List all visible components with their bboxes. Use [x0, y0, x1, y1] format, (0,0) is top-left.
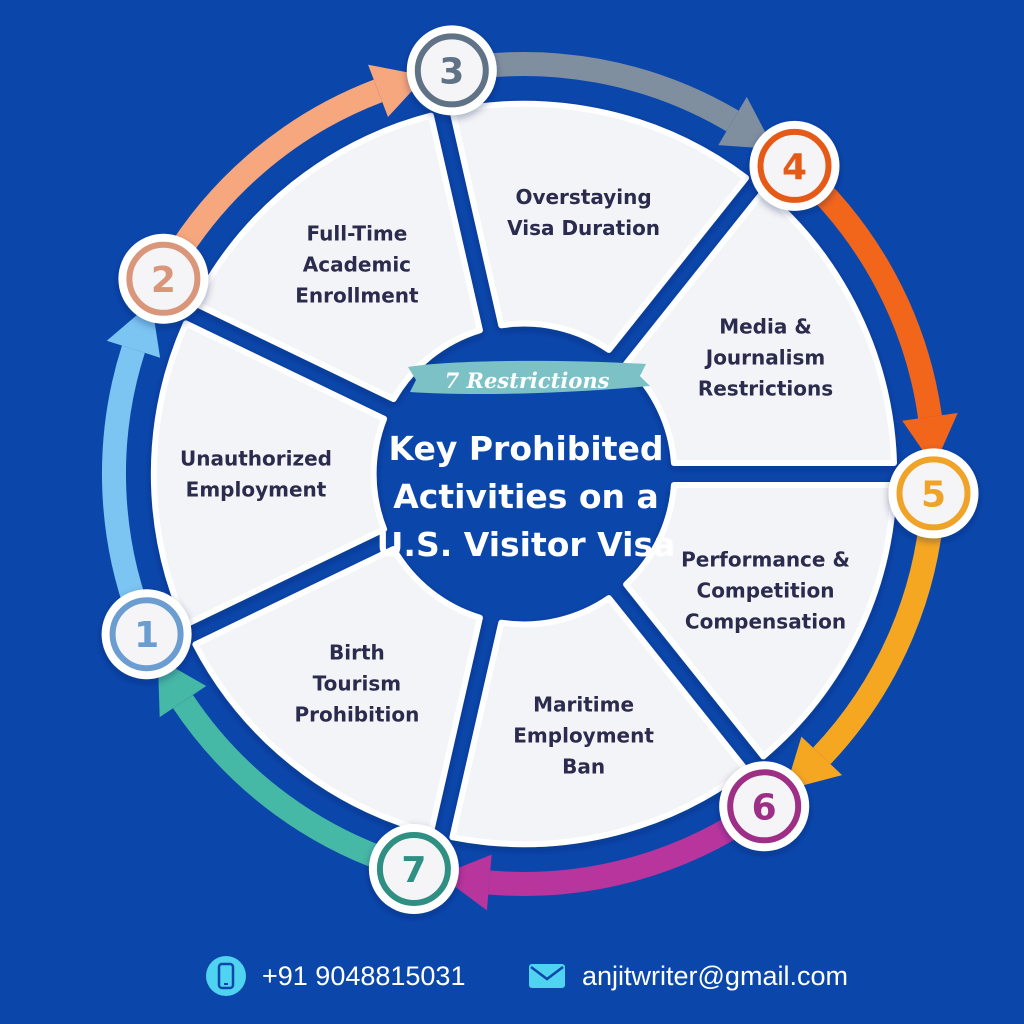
- segment-label-line: Media &: [719, 315, 812, 339]
- badge-text: 7 Restrictions: [445, 368, 610, 393]
- arrowhead-6: [439, 854, 492, 911]
- segment-label-line: Restrictions: [698, 377, 833, 401]
- segment-number: 1: [134, 615, 159, 656]
- segment-label-line: Unauthorized: [180, 447, 332, 471]
- number-ring: [727, 769, 802, 844]
- number-ring: [414, 33, 489, 108]
- segment-panel: [192, 546, 483, 836]
- email-contact[interactable]: anjitwriter@gmail.com: [528, 956, 848, 996]
- title-line-1: Key Prohibited: [388, 429, 663, 468]
- phone-number: +91 9048815031: [262, 960, 466, 991]
- arrowhead-3: [718, 96, 774, 149]
- title-line-3: U.S. Visitor Visa: [377, 525, 676, 564]
- segment-panel: [150, 320, 388, 628]
- number-ring: [896, 456, 971, 531]
- segment-label-line: Overstaying: [515, 185, 651, 209]
- segment-number: 4: [782, 147, 807, 188]
- number-ring: [376, 832, 451, 906]
- segment-number: 5: [921, 474, 946, 515]
- title-line-2: Activities on a: [393, 477, 659, 516]
- segment-label-line: Journalism: [704, 346, 825, 370]
- segment-label-line: Employment: [513, 723, 654, 747]
- segment-number: 6: [752, 787, 777, 828]
- center-title-area: 7 Restrictions Key Prohibited Activities…: [377, 360, 676, 564]
- mail-icon: [528, 961, 566, 991]
- segment-number: 7: [401, 850, 426, 891]
- arrowhead-5: [785, 736, 843, 790]
- segment-label-line: Enrollment: [295, 284, 419, 308]
- number-ring: [757, 128, 832, 203]
- segment-label-line: Birth: [329, 641, 385, 665]
- badge-brush-stroke: [408, 360, 650, 394]
- number-ring: [109, 597, 184, 672]
- segment-label-line: Tourism: [313, 672, 401, 696]
- segment-panel: [192, 112, 483, 402]
- segment-number: 2: [151, 260, 176, 301]
- phone-icon: [206, 956, 246, 996]
- contact-footer: +91 9048815031 anjitwriter@gmail.com: [0, 946, 1024, 1006]
- email-address: anjitwriter@gmail.com: [582, 960, 848, 991]
- arrowhead-4: [902, 413, 958, 467]
- segment-number: 3: [439, 51, 464, 92]
- number-ring: [126, 241, 201, 316]
- arrowhead-7: [157, 658, 207, 718]
- segment-label-line: Competition: [697, 578, 835, 602]
- segment-label-line: Compensation: [685, 609, 846, 633]
- segment-panel: [623, 188, 897, 466]
- segment-label-line: Full-Time: [306, 222, 407, 246]
- segment-label-line: Maritime: [533, 692, 634, 716]
- segment-panel: [449, 100, 750, 353]
- segment-panel: [449, 595, 750, 848]
- segment-label-line: Performance &: [681, 547, 850, 571]
- segment-label-line: Employment: [186, 478, 327, 502]
- segment-label-line: Ban: [562, 754, 605, 778]
- segment-label-line: Visa Duration: [507, 216, 660, 240]
- segment-label-line: Prohibition: [294, 703, 419, 727]
- phone-contact[interactable]: +91 9048815031: [206, 956, 465, 996]
- segment-panel: [623, 482, 897, 760]
- segment-label-line: Academic: [303, 253, 411, 277]
